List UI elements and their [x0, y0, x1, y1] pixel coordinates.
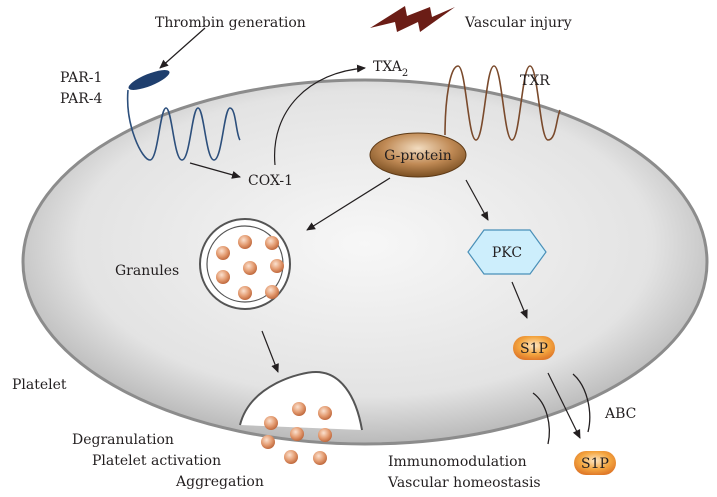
txa2-subscript: 2 [402, 68, 408, 79]
txr-receptor-coil-icon [444, 65, 561, 141]
hexagon-icon [467, 229, 547, 275]
granule [216, 246, 230, 260]
s1p-inner-label: S1P [520, 341, 548, 357]
abc-label: ABC [604, 406, 636, 422]
par1-label: PAR-1 [60, 70, 102, 86]
thrombin-generation-label: Thrombin generation [155, 15, 306, 31]
platelet-cell [21, 78, 709, 446]
lightning-bolt-icon [370, 6, 455, 32]
released-granule [292, 402, 306, 416]
arrow-cox1-to-txa2 [274, 64, 366, 166]
abc-transporter-left [532, 392, 550, 445]
arrow-granules-to-pocket [261, 330, 279, 373]
platelet-activation-label: Platelet activation [92, 453, 221, 469]
granule [216, 270, 230, 284]
s1p-inner [513, 336, 555, 360]
par4-label: PAR-4 [60, 91, 103, 107]
released-granule [290, 427, 304, 441]
released-granule [261, 435, 275, 449]
arrow-par-to-cox1 [189, 162, 241, 179]
released-granule [318, 428, 332, 442]
g-protein-label: G-protein [384, 148, 452, 164]
cox1-label: COX-1 [248, 173, 293, 189]
released-granule [313, 451, 327, 465]
released-granule [318, 406, 332, 420]
arrow-gprotein-to-granules [306, 177, 391, 231]
granule [270, 259, 284, 273]
par-receptor-icon [128, 70, 170, 90]
granule [265, 236, 279, 250]
granule [238, 286, 252, 300]
degranulation-label: Degranulation [72, 432, 174, 448]
abc-transporter-right [572, 373, 591, 433]
granule [243, 261, 257, 275]
arrow-gprotein-to-pkc [465, 179, 489, 221]
platelet-label: Platelet [12, 377, 67, 393]
granule [238, 235, 252, 249]
arrow-thrombin-to-par [159, 27, 206, 69]
s1p-outer [574, 451, 616, 475]
pkc-label: PKC [492, 245, 522, 261]
aggregation-label: Aggregation [175, 474, 264, 490]
txa2-label: TXA2 [373, 59, 408, 79]
arrow-pkc-to-s1p [511, 281, 528, 319]
g-protein [369, 132, 467, 178]
released-granule [264, 416, 278, 430]
immunomodulation-label: Immunomodulation [388, 454, 527, 470]
vascular-injury-label: Vascular injury [464, 15, 572, 31]
par-receptor-coil-icon [126, 89, 241, 161]
vascular-homeostasis-label: Vascular homeostasis [387, 475, 541, 491]
txr-label: TXR [520, 73, 550, 89]
arrow-s1p-export [547, 372, 581, 439]
released-granule [284, 450, 298, 464]
granules-label: Granules [115, 263, 179, 279]
granule [265, 285, 279, 299]
txa2-base: TXA [373, 59, 403, 75]
s1p-outer-label: S1P [581, 456, 609, 472]
